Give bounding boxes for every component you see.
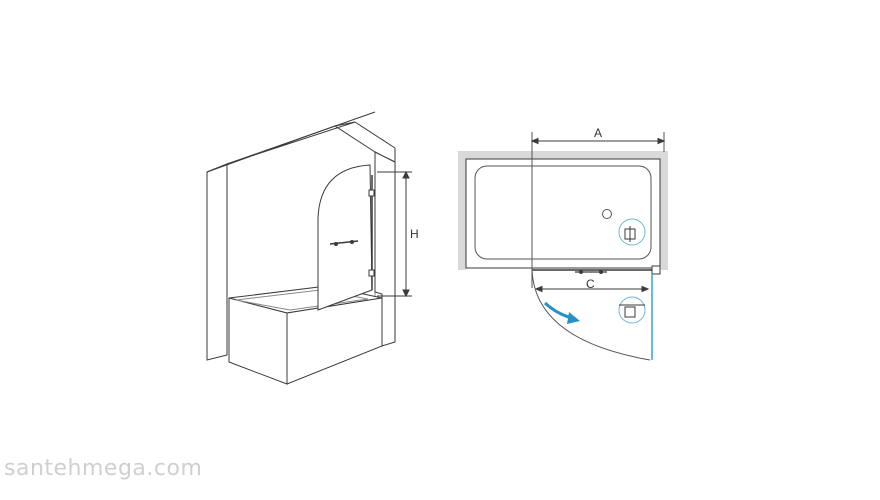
height-dimension [377, 170, 412, 298]
hinge-top [368, 189, 375, 197]
detail-circle-top [618, 218, 646, 246]
plan-walls [458, 151, 668, 270]
height-label: H [410, 227, 419, 241]
width-a-label: A [594, 126, 602, 140]
width-dimension-a [530, 132, 666, 288]
width-dimension-c [534, 285, 650, 293]
width-c-label: C [586, 277, 595, 291]
drain-icon [602, 209, 612, 219]
glass-screen [317, 164, 375, 311]
swing-arc [531, 269, 651, 361]
plan-view [458, 132, 668, 361]
perspective-view [206, 111, 412, 385]
plan-bathtub [465, 158, 661, 269]
right-wall [354, 121, 396, 347]
swing-direction-arrow-icon [543, 301, 580, 324]
watermark: santehmega.com [4, 456, 203, 481]
bathtub [228, 285, 383, 385]
detail-circle-bottom [618, 296, 646, 324]
hinge-bottom [368, 269, 375, 277]
plan-screen [532, 265, 661, 275]
